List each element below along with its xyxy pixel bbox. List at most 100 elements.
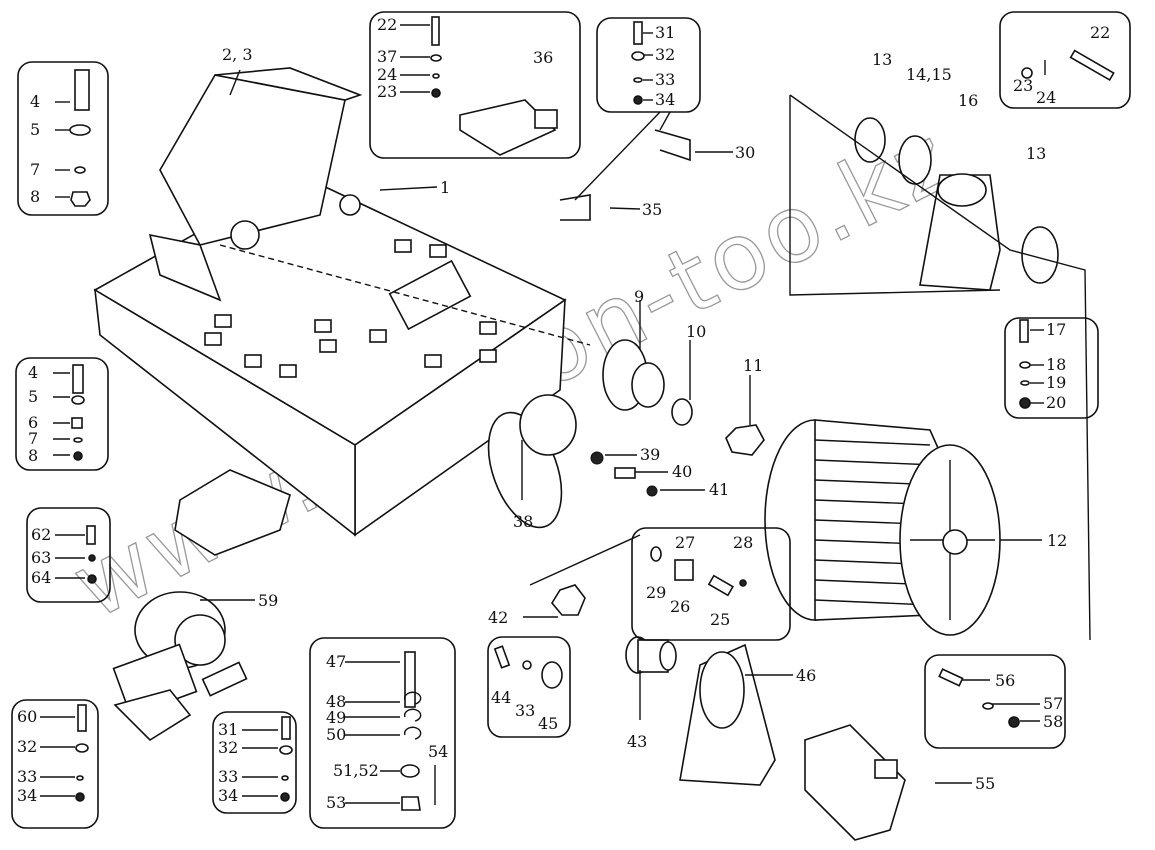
box-a-label: 5 bbox=[30, 120, 40, 139]
label-bracket-46: 46 bbox=[796, 666, 816, 685]
box-g-label: 28 bbox=[733, 533, 753, 552]
label-bearing-cover-b: 13 bbox=[1026, 144, 1046, 163]
label-gearbox: 2, 3 bbox=[222, 45, 253, 64]
box-m-label: 32 bbox=[218, 738, 238, 757]
nut-41 bbox=[646, 485, 658, 497]
box-m-label: 34 bbox=[218, 786, 238, 805]
box-d bbox=[596, 17, 701, 113]
box-j-label: 57 bbox=[1043, 694, 1063, 713]
box-h bbox=[487, 636, 571, 738]
label-frame: 1 bbox=[440, 178, 450, 197]
bracket-46 bbox=[679, 643, 776, 786]
box-b-label: 7 bbox=[28, 429, 38, 448]
box-l-label: 33 bbox=[17, 767, 37, 786]
box-i-label: 49 bbox=[326, 708, 346, 727]
box-j-label: 56 bbox=[995, 671, 1015, 690]
box-a-label: 4 bbox=[30, 92, 40, 111]
label-nut: 11 bbox=[743, 356, 763, 375]
box-b bbox=[15, 357, 109, 471]
hub bbox=[625, 636, 677, 674]
box-m bbox=[212, 711, 297, 814]
label-drum: 12 bbox=[1047, 531, 1067, 550]
box-b-label: 8 bbox=[28, 446, 38, 465]
hydraulic-motor bbox=[804, 724, 906, 841]
label-bracket-30: 30 bbox=[735, 143, 755, 162]
bracket-30 bbox=[654, 129, 691, 162]
box-l bbox=[11, 699, 99, 829]
label-39: 39 bbox=[640, 445, 660, 464]
box-c-label: 22 bbox=[377, 15, 397, 34]
box-a bbox=[17, 61, 109, 216]
box-h-label: 33 bbox=[515, 701, 535, 720]
box-l-label: 34 bbox=[17, 786, 37, 805]
box-d-label: 33 bbox=[655, 70, 675, 89]
box-i-label: 50 bbox=[326, 725, 346, 744]
label-41: 41 bbox=[709, 480, 729, 499]
box-b-label: 5 bbox=[28, 387, 38, 406]
box-h-label: 44 bbox=[491, 688, 511, 707]
label-hub: 43 bbox=[627, 732, 647, 751]
box-f-label: 19 bbox=[1046, 373, 1066, 392]
box-a-label: 7 bbox=[30, 160, 40, 179]
box-c-label: 23 bbox=[377, 82, 397, 101]
label-washer: 10 bbox=[686, 322, 706, 341]
box-i-label: 47 bbox=[326, 652, 346, 671]
hex-nut bbox=[725, 424, 765, 456]
label-support: 16 bbox=[958, 91, 978, 110]
gear bbox=[602, 339, 665, 411]
sleeve bbox=[487, 394, 577, 529]
box-i-label: 48 bbox=[326, 692, 346, 711]
box-a-label: 8 bbox=[30, 187, 40, 206]
box-d-label: 32 bbox=[655, 45, 675, 64]
box-i-label: 54 bbox=[428, 742, 448, 761]
gearbox bbox=[148, 67, 363, 302]
label-gear: 9 bbox=[634, 287, 644, 306]
winch-drum bbox=[764, 419, 1001, 636]
brake-assembly bbox=[112, 591, 248, 742]
box-l-label: 60 bbox=[17, 707, 37, 726]
box-g-label: 27 bbox=[675, 533, 695, 552]
nut-39 bbox=[590, 451, 604, 465]
box-k-label: 62 bbox=[31, 525, 51, 544]
box-f bbox=[1004, 317, 1099, 419]
box-g-label: 26 bbox=[670, 597, 690, 616]
box-g-label: 25 bbox=[710, 610, 730, 629]
box-i bbox=[309, 637, 456, 829]
label-bracket-35: 35 bbox=[642, 200, 662, 219]
box-b-label: 4 bbox=[28, 363, 38, 382]
label-40: 40 bbox=[672, 462, 692, 481]
cover bbox=[174, 469, 291, 556]
coupling bbox=[551, 584, 586, 616]
box-f-label: 18 bbox=[1046, 355, 1066, 374]
box-g bbox=[631, 527, 791, 641]
label-sleeve: 38 bbox=[513, 512, 533, 531]
box-e-label: 22 bbox=[1090, 23, 1110, 42]
plate-40 bbox=[614, 467, 636, 479]
box-h-label: 45 bbox=[538, 714, 558, 733]
box-c-label: 36 bbox=[533, 48, 553, 67]
box-d-label: 34 bbox=[655, 90, 675, 109]
box-c-label: 37 bbox=[377, 47, 397, 66]
box-g-label: 29 bbox=[646, 583, 666, 602]
box-e-label: 23 bbox=[1013, 76, 1033, 95]
box-k-label: 63 bbox=[31, 548, 51, 567]
box-j bbox=[924, 654, 1066, 749]
box-k bbox=[26, 507, 111, 603]
box-c-label: 24 bbox=[377, 65, 397, 84]
box-j-label: 58 bbox=[1043, 712, 1063, 731]
lock-washer bbox=[671, 398, 693, 426]
box-f-label: 17 bbox=[1046, 320, 1066, 339]
label-brake: 59 bbox=[258, 591, 278, 610]
box-l-label: 32 bbox=[17, 737, 37, 756]
box-m-label: 33 bbox=[218, 767, 238, 786]
box-m-label: 31 bbox=[218, 720, 238, 739]
box-b-label: 6 bbox=[28, 413, 38, 432]
limit-switch bbox=[459, 99, 558, 156]
box-e bbox=[999, 11, 1131, 109]
label-coupling: 42 bbox=[488, 608, 508, 627]
box-e-label: 24 bbox=[1036, 88, 1056, 107]
box-f-label: 20 bbox=[1046, 393, 1066, 412]
box-d-label: 31 bbox=[655, 23, 675, 42]
